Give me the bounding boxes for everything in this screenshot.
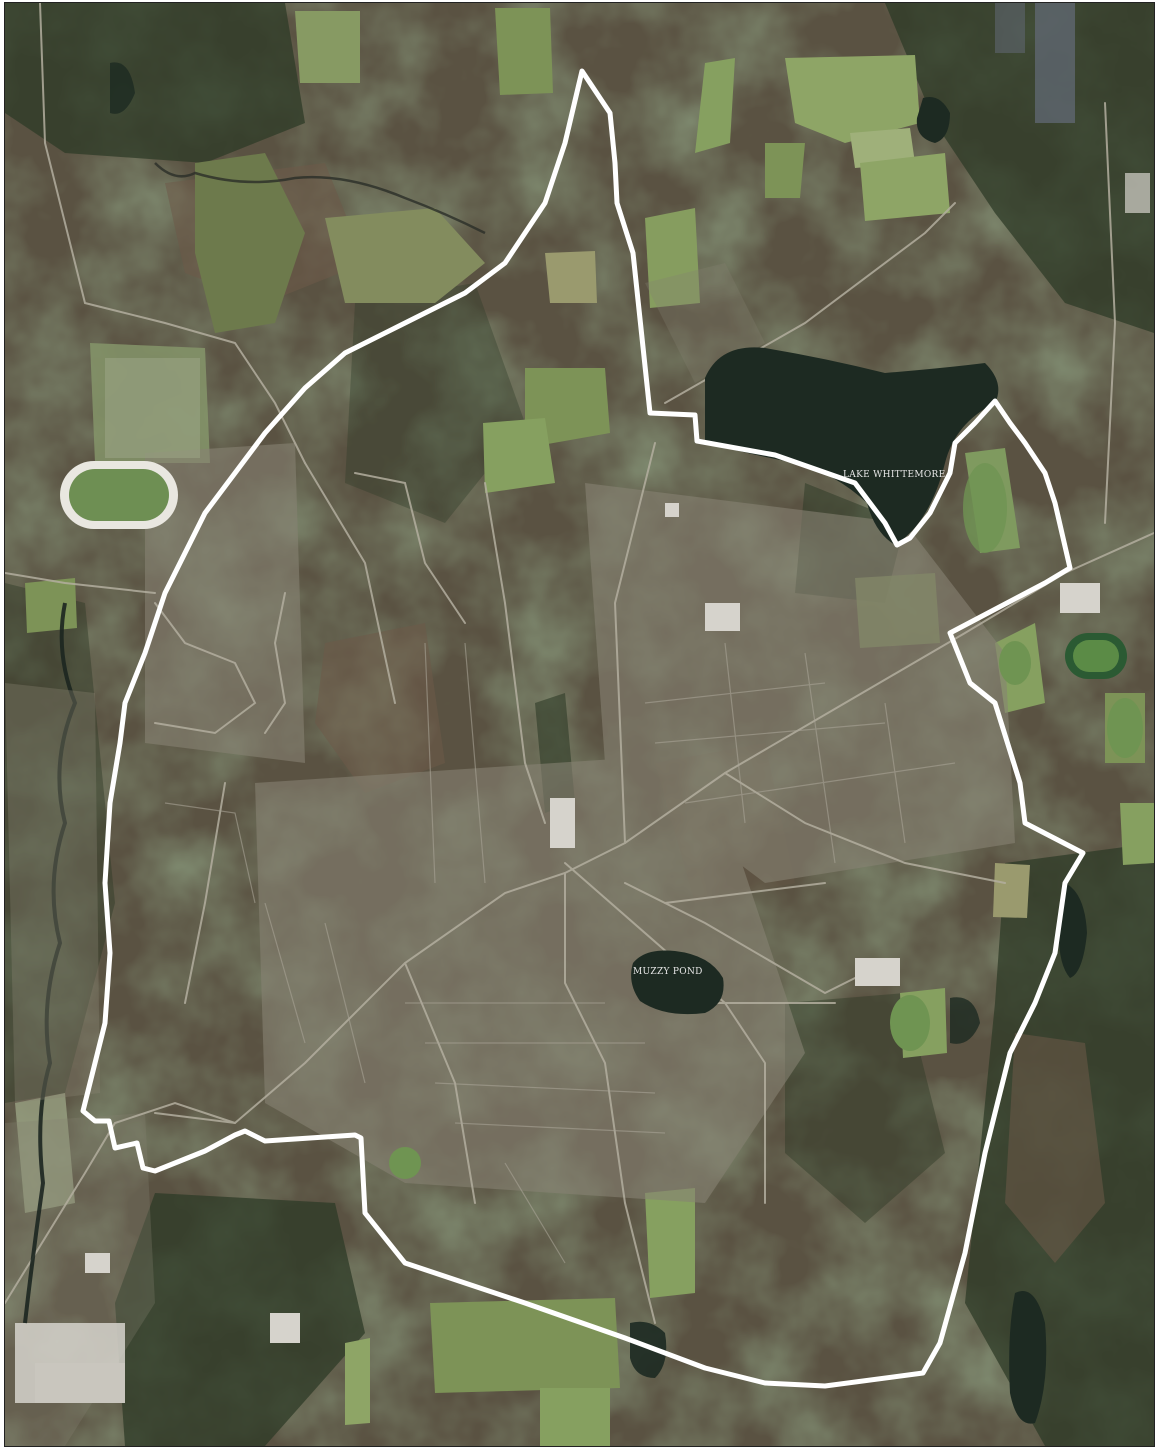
ball-fields: [389, 463, 1143, 1179]
muzzy-pond: [631, 950, 724, 1015]
large-buildings: [15, 3, 1150, 1403]
racetrack: [60, 461, 178, 529]
district-boundary: [80, 68, 1086, 1389]
river: [23, 602, 78, 1324]
rooftops-texture: [5, 3, 1154, 1446]
aerial-map[interactable]: LAKE WHITTEMORE MUZZY POND: [5, 3, 1154, 1446]
minor-roads: [164, 642, 956, 1264]
lake-whittemore: [705, 347, 999, 545]
muzzy-pond-label: MUZZY POND: [633, 967, 703, 977]
lake-whittemore-label: LAKE WHITTEMORE: [843, 470, 945, 480]
cemetery: [105, 358, 200, 458]
roads: [5, 3, 1154, 1324]
water-bodies: [110, 62, 1087, 1424]
stream: [154, 162, 486, 235]
wetland: [5, 683, 100, 1103]
map-frame: LAKE WHITTEMORE MUZZY POND: [4, 2, 1155, 1447]
running-track: [1065, 633, 1127, 679]
